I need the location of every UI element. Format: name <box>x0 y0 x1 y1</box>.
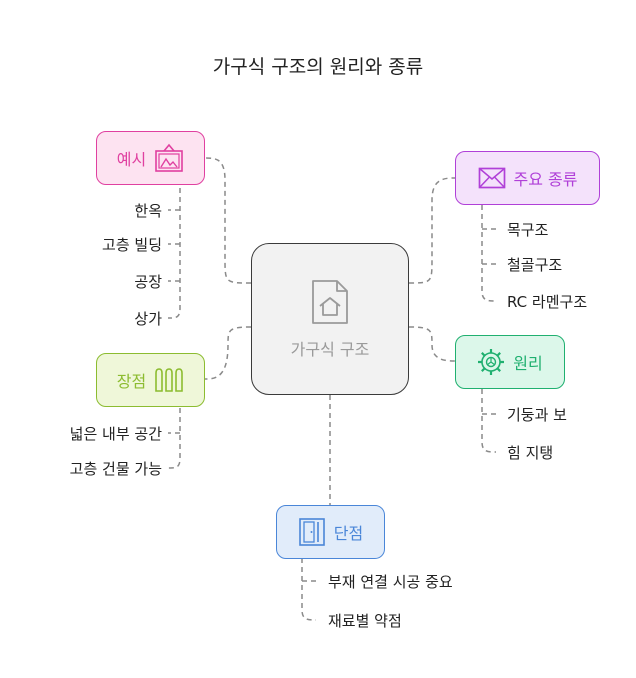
center-label: 가구식 구조 <box>290 340 370 359</box>
examples-item-1: 한옥 <box>134 202 162 220</box>
disadvantages-label: 단점 <box>333 524 364 543</box>
envelope-icon <box>478 167 506 189</box>
diagram-title: 가구식 구조의 원리와 종류 <box>212 56 424 78</box>
connector-types-leaves <box>481 205 497 302</box>
examples-label: 예시 <box>116 150 147 169</box>
types-item-1: 목구조 <box>507 221 549 239</box>
gear-icon <box>477 348 505 376</box>
advantages-label: 장점 <box>116 372 147 391</box>
door-icon <box>298 517 326 547</box>
connector-types <box>408 177 456 284</box>
principle-item-2: 힘 지탱 <box>507 444 554 462</box>
examples-item-3: 공장 <box>134 273 162 291</box>
connector-advantages <box>204 326 252 380</box>
house-document-icon <box>309 278 351 326</box>
types-label: 주요 종류 <box>513 170 578 189</box>
disadvantages-node: 단점 <box>276 505 385 559</box>
center-node: 가구식 구조 <box>251 243 409 395</box>
disadvantages-item-1: 부재 연결 시공 중요 <box>328 573 453 591</box>
advantages-node: 장점 <box>96 353 205 407</box>
connector-examples <box>204 157 252 284</box>
connector-examples-leaves <box>167 188 181 319</box>
types-node: 주요 종류 <box>455 151 600 205</box>
types-item-2: 철골구조 <box>507 256 563 274</box>
columns-icon <box>154 367 184 393</box>
principle-label: 원리 <box>513 354 543 373</box>
examples-item-2: 고층 빌딩 <box>102 236 162 254</box>
connector-disadvantages-leaves <box>301 558 317 621</box>
advantages-item-1: 넓은 내부 공간 <box>69 425 162 443</box>
connector-principle <box>408 326 456 362</box>
picture-frame-icon <box>154 143 184 173</box>
principle-item-1: 기둥과 보 <box>507 406 567 424</box>
principle-node: 원리 <box>455 335 565 389</box>
types-item-3: RC 라멘구조 <box>507 293 588 311</box>
advantages-item-2: 고층 건물 가능 <box>69 460 162 478</box>
examples-node: 예시 <box>96 131 205 185</box>
connector-advantages-leaves <box>167 408 181 469</box>
connector-principle-leaves <box>481 389 497 453</box>
disadvantages-item-2: 재료별 약점 <box>328 612 402 630</box>
examples-item-4: 상가 <box>134 310 162 328</box>
